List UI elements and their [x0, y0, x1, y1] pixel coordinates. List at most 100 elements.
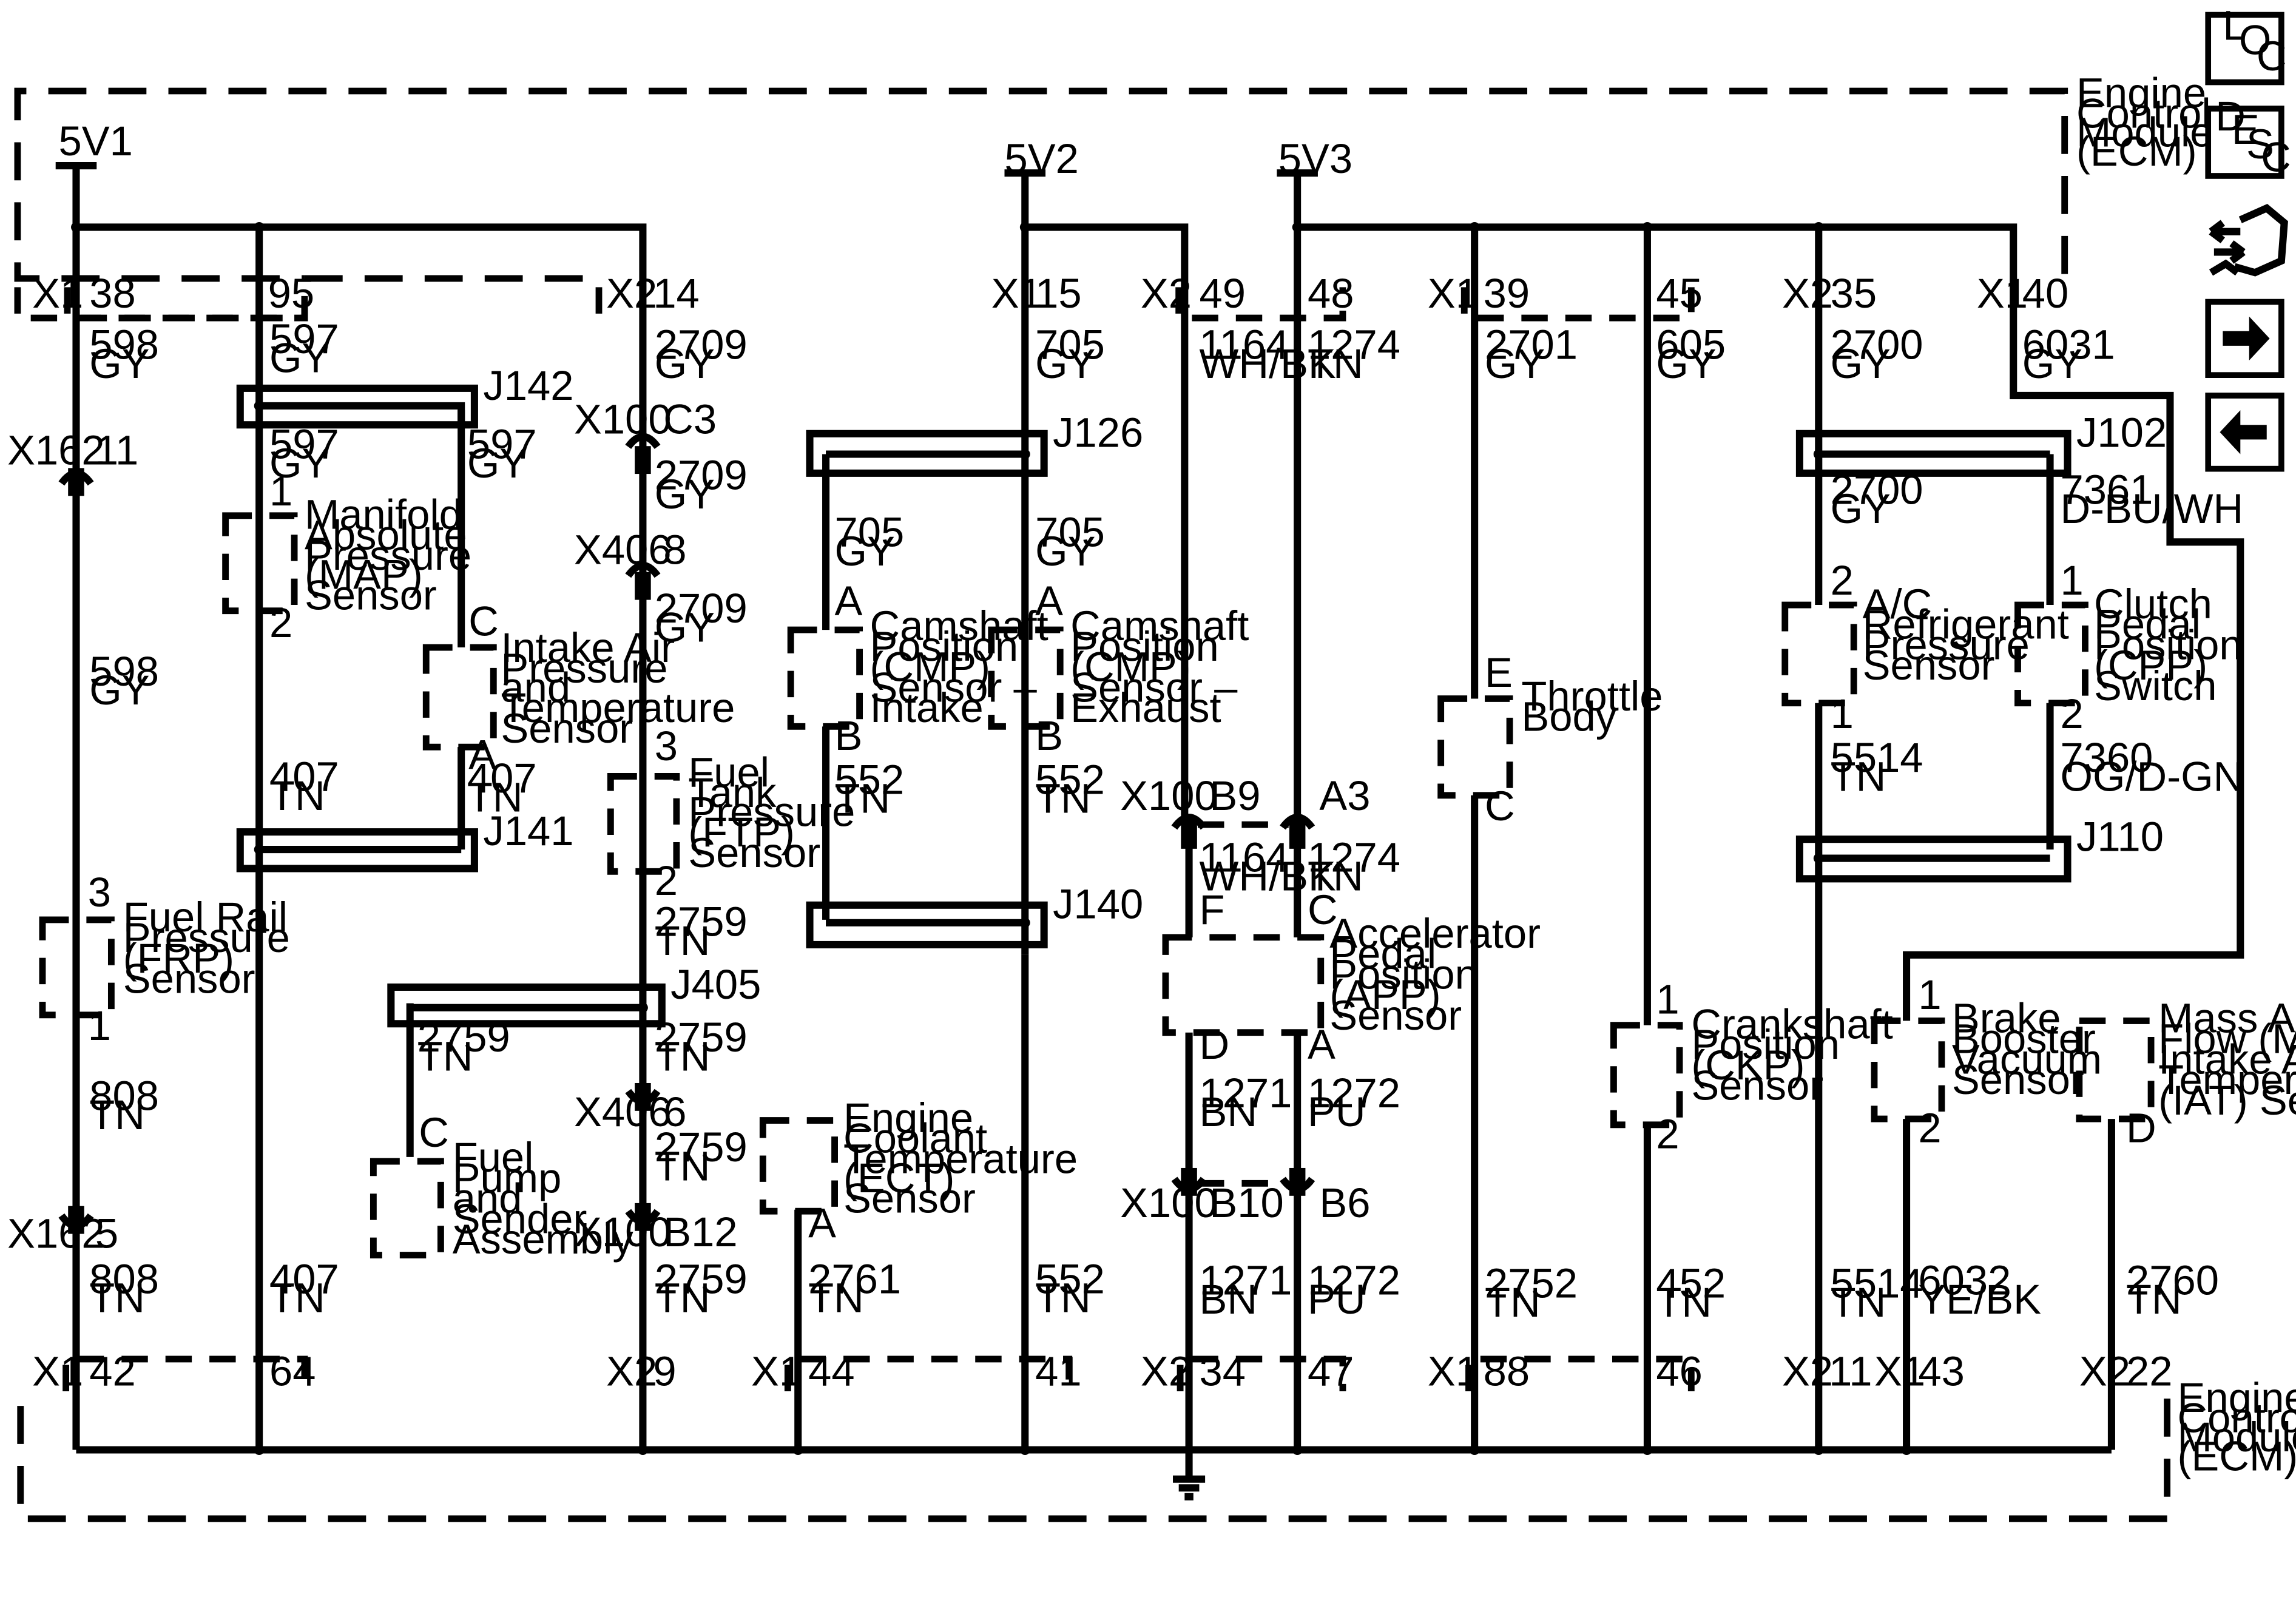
svg-text:Sensor: Sensor: [305, 572, 437, 618]
inline-conn-label: X162: [7, 427, 105, 473]
desc-button[interactable]: D E S C: [2205, 93, 2291, 181]
svg-text:Temperature: Temperature: [843, 1135, 1078, 1182]
svg-text:407: 407: [467, 755, 537, 802]
inline-pin-label: 6: [663, 1089, 686, 1135]
svg-text:598: 598: [89, 322, 159, 368]
svg-text:Sensor: Sensor: [123, 956, 255, 1002]
top-conn-label: X1: [1428, 270, 1479, 317]
svg-text:2700: 2700: [1831, 467, 1923, 513]
brake-booster-box: [1871, 1017, 1945, 1122]
svg-text:F: F: [1199, 886, 1224, 933]
top-pin-label: 48: [1308, 270, 1354, 317]
bottom-pin-label: 88: [1484, 1348, 1530, 1394]
svg-text:6032: 6032: [1918, 1257, 2011, 1304]
splice-label: J142: [483, 362, 573, 409]
nav-button-bar: L O C D E S C: [2205, 2, 2291, 472]
previous-button[interactable]: [2205, 393, 2284, 472]
svg-text:TN: TN: [89, 1092, 145, 1138]
svg-text:552: 552: [835, 756, 905, 803]
svg-text:TN: TN: [1831, 1279, 1886, 1326]
svg-text:2: 2: [269, 599, 292, 646]
svg-text:407: 407: [269, 1255, 339, 1302]
ecm-top-label-1: Engine: [2076, 70, 2206, 116]
svg-text:Pressure: Pressure: [123, 914, 290, 961]
svg-text:Position: Position: [1070, 623, 1219, 670]
svg-text:2761: 2761: [808, 1255, 901, 1302]
svg-text:808: 808: [89, 1255, 159, 1302]
svg-text:Accelerator: Accelerator: [1329, 910, 1541, 957]
svg-text:TN: TN: [89, 1275, 145, 1322]
next-button[interactable]: [2205, 299, 2284, 379]
svg-text:TN: TN: [1308, 853, 1363, 900]
top-conn-label: X1: [1977, 270, 2028, 317]
svg-text:(FRP): (FRP): [123, 935, 234, 982]
svg-text:3: 3: [88, 869, 111, 916]
svg-text:Vacuum: Vacuum: [1952, 1036, 2102, 1082]
svg-text:2759: 2759: [417, 1014, 510, 1061]
ckp-sensor-box: [1610, 1022, 1683, 1129]
ecm-bottom-label-2: Control: [2178, 1395, 2296, 1442]
connector-view-button[interactable]: [2209, 204, 2288, 277]
svg-text:Fuel Rail: Fuel Rail: [123, 894, 288, 940]
svg-text:Pressure: Pressure: [688, 788, 855, 835]
svg-text:605: 605: [1656, 322, 1726, 368]
power-labels: 5V1 5V2 5V3: [59, 118, 1353, 182]
svg-text:Pedal: Pedal: [1329, 931, 1436, 977]
svg-text:2700: 2700: [1831, 322, 1923, 368]
component-boxes: [39, 512, 2155, 1258]
svg-text:GY: GY: [1831, 485, 1891, 532]
power-5v3-label: 5V3: [1278, 135, 1352, 182]
svg-text:GY: GY: [655, 340, 715, 387]
svg-text:GY: GY: [1831, 340, 1891, 387]
top-pin-label: 49: [1199, 270, 1246, 317]
ecm-top-label-2: Control: [2076, 90, 2211, 137]
svg-text:TN: TN: [1035, 775, 1091, 822]
svg-text:GY: GY: [1035, 528, 1095, 575]
svg-text:Pressure: Pressure: [501, 645, 667, 692]
svg-text:Temperature: Temperature: [2158, 1056, 2296, 1103]
top-conn-label: X2: [606, 270, 657, 317]
inline-pin-label: A3: [1319, 772, 1370, 819]
svg-text:452: 452: [1656, 1260, 1726, 1307]
splice-packs: [236, 384, 2071, 1028]
svg-text:808: 808: [89, 1073, 159, 1119]
svg-text:WH/BK: WH/BK: [1199, 340, 1336, 387]
svg-text:2: 2: [2060, 690, 2083, 737]
svg-text:YE/BK: YE/BK: [1918, 1276, 2041, 1323]
svg-text:1274: 1274: [1308, 834, 1400, 880]
svg-text:Brake: Brake: [1952, 995, 2061, 1042]
inline-pin-label: 11: [95, 427, 138, 473]
ground-icon: [1173, 1475, 1206, 1501]
inline-pin-label: B10: [1209, 1180, 1283, 1226]
svg-text:GY: GY: [467, 440, 527, 487]
svg-text:PU: PU: [1308, 1089, 1366, 1135]
top-pin-label: 15: [1035, 270, 1081, 317]
splice-label: J140: [1053, 880, 1143, 927]
top-pin-label: 35: [1831, 270, 1877, 317]
loc-button[interactable]: L O C: [2205, 2, 2287, 86]
svg-text:Tank: Tank: [688, 769, 777, 816]
svg-text:GY: GY: [835, 528, 895, 575]
svg-text:Sensor –: Sensor –: [1070, 664, 1238, 711]
svg-text:TN: TN: [467, 774, 523, 820]
svg-text:TN: TN: [1308, 340, 1363, 387]
splice-labels: J142 J141 J405 J126 J140 J102 J110: [483, 362, 2167, 1008]
svg-text:E: E: [2232, 106, 2260, 153]
svg-text:Manifold: Manifold: [305, 491, 462, 538]
svg-text:A: A: [468, 731, 496, 778]
svg-text:2759: 2759: [655, 1014, 748, 1061]
top-pin-label: 14: [653, 270, 700, 317]
inline-pin-label: B6: [1319, 1180, 1370, 1226]
